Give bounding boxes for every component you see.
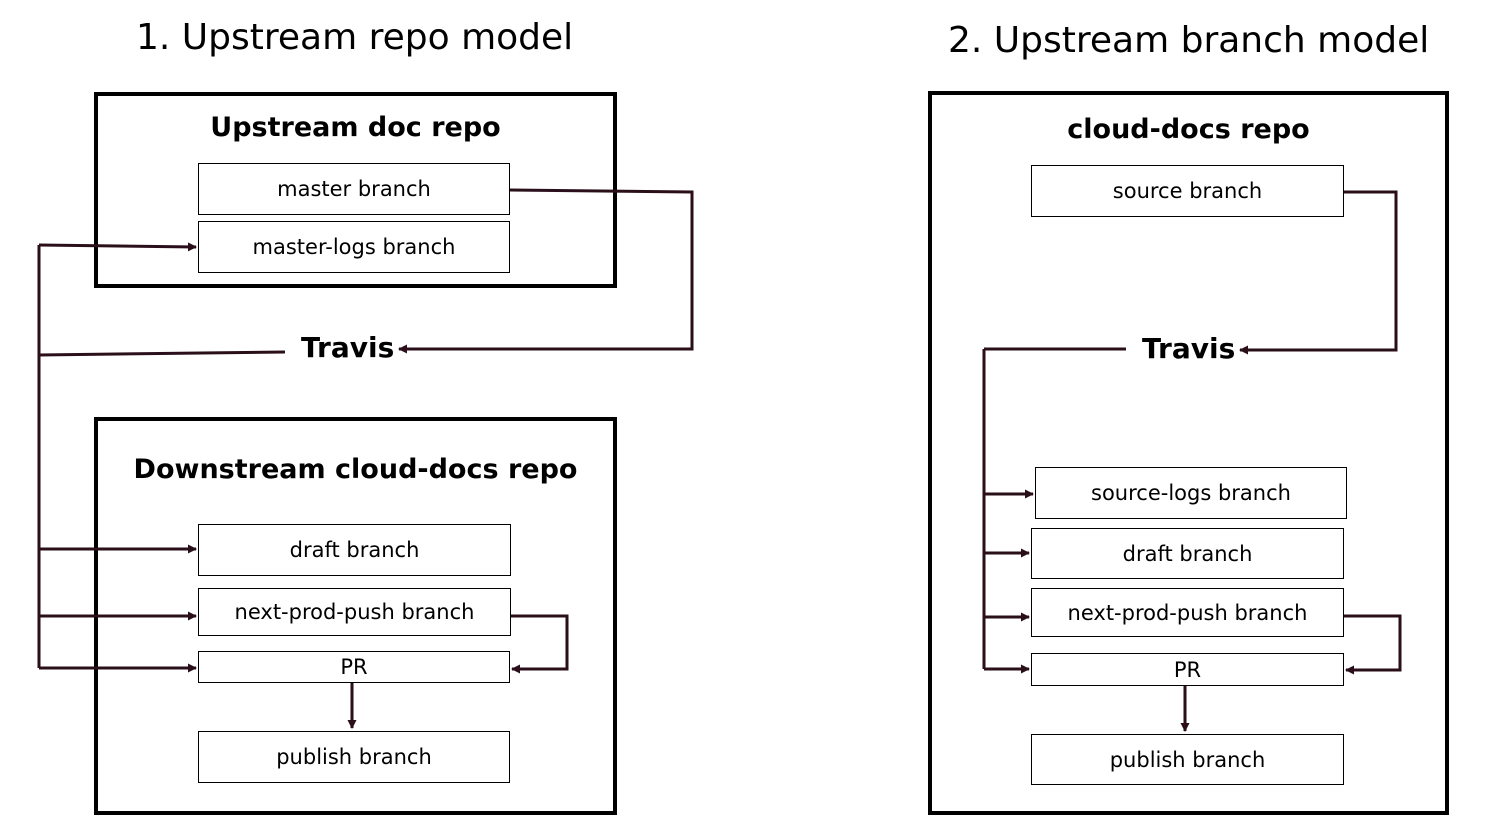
pr-label: PR xyxy=(340,655,368,679)
next-prod-push-branch-label: next-prod-push branch xyxy=(1067,600,1308,625)
publish-branch-label: publish branch xyxy=(1109,747,1266,772)
master-logs-branch-label: master-logs branch xyxy=(252,235,456,259)
next-prod-push-branch-box-model-2: next-prod-push branch xyxy=(1031,588,1344,637)
cloud-docs-repo-frame xyxy=(928,91,1449,815)
bus-to-master-logs-connector xyxy=(38,242,197,252)
source-logs-branch-label: source-logs branch xyxy=(1091,481,1291,505)
cloud-docs-repo-title: cloud-docs repo xyxy=(1067,114,1310,145)
draft-branch-label: draft branch xyxy=(1122,541,1253,566)
draft-branch-box-model-1: draft branch xyxy=(198,524,511,576)
travis-label-model-1: Travis xyxy=(301,331,395,364)
master-branch-box: master branch xyxy=(198,163,510,215)
pr-box-model-1: PR xyxy=(198,651,510,683)
source-to-travis-connector xyxy=(1239,190,1398,355)
travis-label-model-2: Travis xyxy=(1142,332,1236,365)
source-branch-box: source branch xyxy=(1031,165,1344,217)
next-prod-push-to-pr-connector-model-2 xyxy=(1344,614,1402,675)
pr-label: PR xyxy=(1173,657,1202,682)
master-to-travis-connector xyxy=(398,188,694,354)
publish-branch-box-model-1: publish branch xyxy=(198,731,510,783)
master-branch-label: master branch xyxy=(277,177,431,201)
next-prod-push-branch-box-model-1: next-prod-push branch xyxy=(198,588,511,636)
publish-branch-label: publish branch xyxy=(276,745,432,769)
pr-box-model-2: PR xyxy=(1031,653,1344,686)
draft-branch-box-model-2: draft branch xyxy=(1031,528,1344,579)
draft-branch-label: draft branch xyxy=(289,538,420,562)
next-prod-push-to-pr-connector-model-1 xyxy=(511,614,569,674)
model-2-title: 2. Upstream branch model xyxy=(948,20,1430,61)
upstream-doc-repo-title: Upstream doc repo xyxy=(210,112,501,143)
publish-branch-box-model-2: publish branch xyxy=(1031,734,1344,785)
travis-to-bus-connector-model-1 xyxy=(38,350,286,357)
downstream-cloud-docs-repo-title: Downstream cloud-docs repo xyxy=(133,454,578,485)
source-branch-label: source branch xyxy=(1112,179,1263,203)
model-1-title: 1. Upstream repo model xyxy=(136,17,574,58)
next-prod-push-branch-label: next-prod-push branch xyxy=(234,600,475,624)
source-logs-branch-box: source-logs branch xyxy=(1035,467,1347,519)
master-logs-branch-box: master-logs branch xyxy=(198,221,510,273)
